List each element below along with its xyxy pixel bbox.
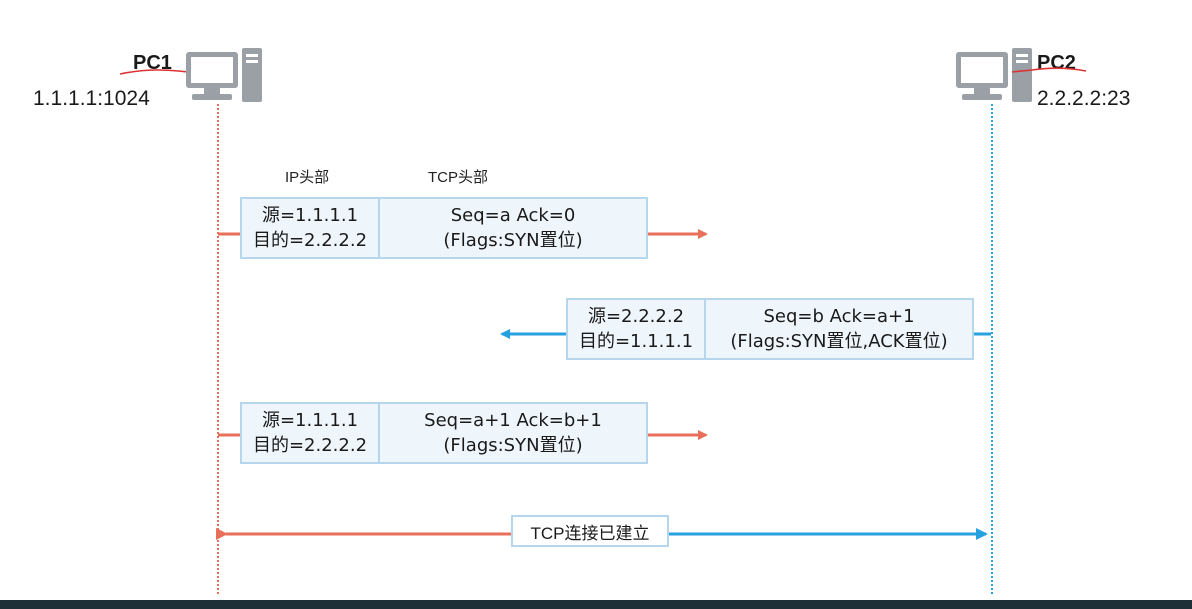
packet-syn-ack: 源=2.2.2.2 目的=1.1.1.1 Seq=b Ack=a+1 (Flag… bbox=[566, 298, 974, 360]
ip-source: 源=1.1.1.1 bbox=[261, 205, 359, 226]
ip-header: 源=1.1.1.1 目的=2.2.2.2 bbox=[242, 199, 380, 257]
tcp-flags: (Flags:SYN置位) bbox=[443, 435, 583, 456]
pc2-lifeline bbox=[991, 104, 993, 594]
pc2-address: 2.2.2.2:23 bbox=[1037, 87, 1131, 110]
pc1-address: 1.1.1.1:1024 bbox=[33, 87, 150, 110]
tcp-seq-ack: Seq=a Ack=0 bbox=[450, 205, 576, 226]
tcp-seq-ack: Seq=b Ack=a+1 bbox=[763, 306, 915, 327]
computer-icon bbox=[956, 48, 1032, 102]
ip-header: 源=2.2.2.2 目的=1.1.1.1 bbox=[568, 300, 706, 358]
tcp-flags: (Flags:SYN置位) bbox=[443, 230, 583, 251]
pc1-name: PC1 bbox=[133, 52, 172, 74]
tcp-header: Seq=a Ack=0 (Flags:SYN置位) bbox=[380, 199, 646, 257]
tcp-header: Seq=a+1 Ack=b+1 (Flags:SYN置位) bbox=[380, 404, 646, 462]
ip-header: 源=1.1.1.1 目的=2.2.2.2 bbox=[242, 404, 380, 462]
ip-destination: 目的=2.2.2.2 bbox=[252, 230, 368, 251]
ip-source: 源=2.2.2.2 bbox=[587, 306, 685, 327]
ip-destination: 目的=1.1.1.1 bbox=[578, 331, 694, 352]
ip-source: 源=1.1.1.1 bbox=[261, 410, 359, 431]
connection-established-label: TCP连接已建立 bbox=[511, 515, 669, 547]
ip-header-label: IP头部 bbox=[285, 169, 330, 186]
tcp-seq-ack: Seq=a+1 Ack=b+1 bbox=[424, 410, 602, 431]
tcp-flags: (Flags:SYN置位,ACK置位) bbox=[730, 331, 948, 352]
bottom-bar bbox=[0, 600, 1192, 609]
tcp-header-label: TCP头部 bbox=[428, 169, 489, 186]
pc1-underline bbox=[119, 69, 198, 75]
computer-icon bbox=[186, 48, 262, 102]
packet-syn: 源=1.1.1.1 目的=2.2.2.2 Seq=a Ack=0 (Flags:… bbox=[240, 197, 648, 259]
ip-destination: 目的=2.2.2.2 bbox=[252, 435, 368, 456]
pc1-lifeline bbox=[217, 104, 219, 594]
packet-ack: 源=1.1.1.1 目的=2.2.2.2 Seq=a+1 Ack=b+1 (Fl… bbox=[240, 402, 648, 464]
pc2-underline bbox=[1011, 67, 1087, 73]
tcp-header: Seq=b Ack=a+1 (Flags:SYN置位,ACK置位) bbox=[706, 300, 972, 358]
